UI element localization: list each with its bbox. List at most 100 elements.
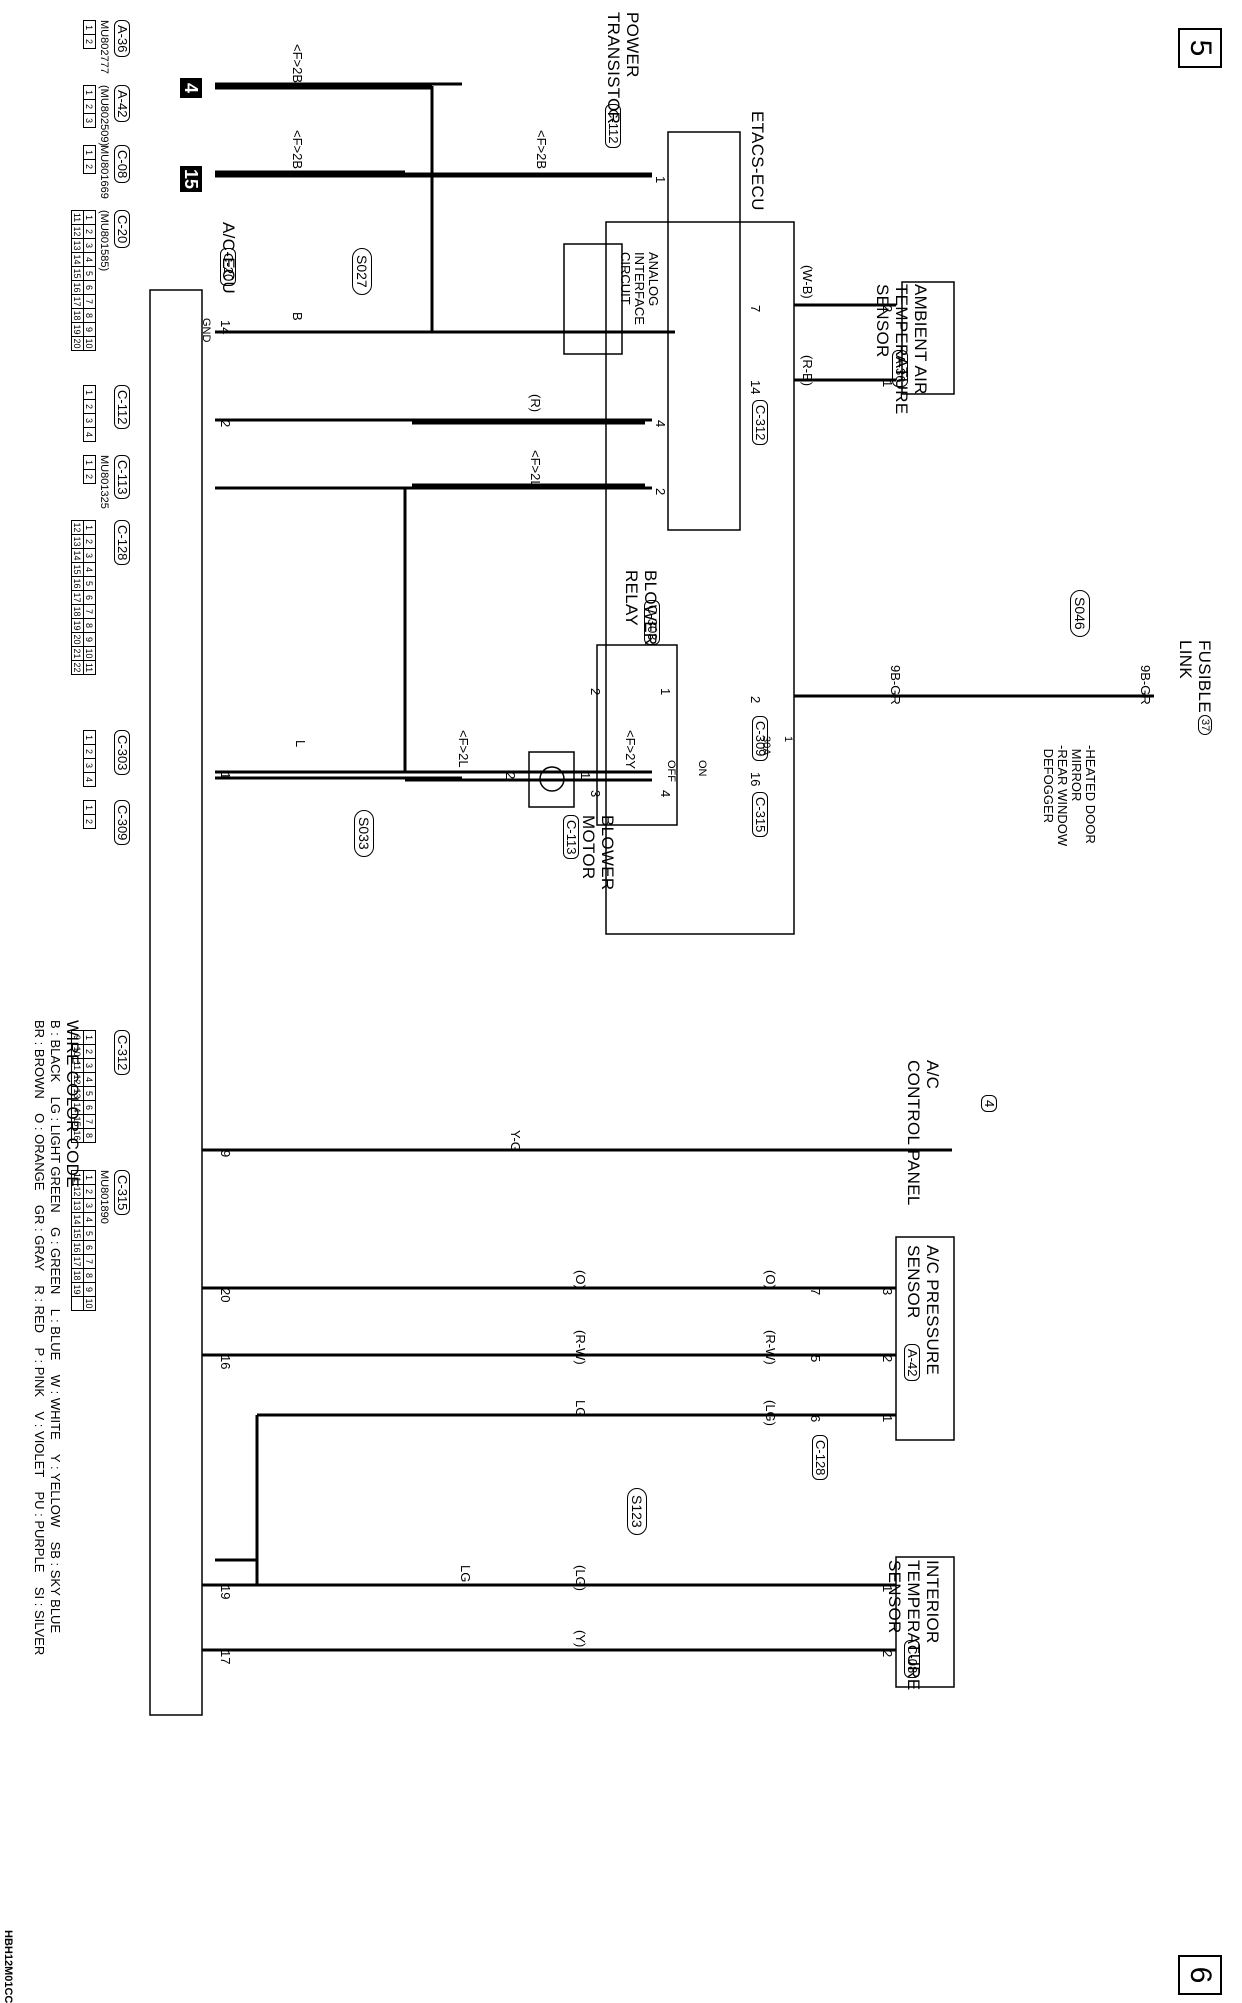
wire-label-rb: (R-B)	[800, 355, 815, 387]
connector-pin: 1	[83, 20, 96, 35]
connector-pin: 17	[71, 590, 84, 605]
wire-label-lg-4: LG	[458, 1565, 473, 1583]
connector-view-id: C-303	[114, 730, 130, 776]
connector-pin: 11	[83, 660, 96, 675]
relay-pin-1: 1	[658, 688, 673, 696]
ecu-pin-19: 19	[218, 1585, 233, 1600]
interior-sensor-connector: C-08	[904, 1640, 920, 1679]
connector-pin: 13	[71, 1198, 84, 1213]
interior-pin-2: 2	[880, 1650, 895, 1658]
connector-pin: 18	[71, 1268, 84, 1283]
ecu-pin-14: 14	[218, 320, 233, 335]
ambient-sensor-box	[901, 281, 955, 395]
connector-pin: 1	[83, 730, 96, 745]
connector-pin: 4	[83, 427, 96, 442]
connector-pin: 2	[83, 99, 96, 114]
connector-pin: 3	[83, 1058, 96, 1073]
connector-view-part: MU801890	[98, 1170, 110, 1224]
junction-pin-7: 7	[808, 1288, 823, 1296]
connector-view-id: C-128	[114, 520, 130, 566]
connector-pin: 2	[83, 744, 96, 759]
terminal-marker-15: 15	[180, 166, 202, 192]
ac-control-panel-label: A/C CONTROL PANEL	[904, 1060, 942, 1206]
connector-pin: 1	[83, 145, 96, 160]
wire-label-rw-1: (R-W)	[573, 1330, 588, 1365]
pressure-pin-2: 2	[880, 1355, 895, 1363]
splice-s033: S033	[354, 810, 374, 857]
relay-pin-4: 4	[658, 790, 673, 798]
connector-pin: 1	[83, 520, 96, 535]
connector-pin: 20	[71, 632, 84, 647]
connector-pin: 18	[71, 308, 84, 323]
connector-pin: 2	[83, 1044, 96, 1059]
connector-pin: 6	[83, 590, 96, 605]
motor-pin-1: 1	[578, 772, 593, 780]
connector-pin: 2	[83, 159, 96, 174]
connector-pin: 5	[83, 1086, 96, 1101]
relay-fuse-number: 1	[782, 736, 794, 743]
wire-label-yg: Y-G	[508, 1130, 523, 1152]
ground-label: GND	[200, 318, 212, 343]
ecu-pin-20: 20	[218, 1288, 233, 1303]
blower-relay-box	[596, 644, 678, 826]
wire-label-lg-1: (LG)	[763, 1400, 778, 1426]
wire-label-9b-gr-2: 9B-GR	[1138, 665, 1153, 705]
ecu-pin-9: 9	[218, 1150, 233, 1158]
ecu-pin-16: 16	[218, 1355, 233, 1370]
connector-pin: 18	[71, 604, 84, 619]
connector-pin: 1	[83, 385, 96, 400]
connector-pin: 6	[83, 1240, 96, 1255]
connector-pin: 6	[83, 1100, 96, 1115]
etacs-pin-7: 7	[748, 305, 763, 313]
connector-pin: 21	[71, 646, 84, 661]
wire-label-o-1: (O)	[573, 1270, 588, 1289]
connector-pin: 8	[83, 618, 96, 633]
ecu-pin-17: 17	[218, 1650, 233, 1665]
connector-pin: 14	[71, 252, 84, 267]
connector-pin: 4	[83, 252, 96, 267]
wire-label-f2l-1: <F>2L	[528, 450, 543, 488]
connector-pin: 1	[83, 455, 96, 470]
connector-pin: 19	[71, 1282, 84, 1297]
motor-pin-2: 2	[503, 772, 518, 780]
relay-on-label: ON	[696, 760, 708, 777]
connector-pin: 7	[83, 1114, 96, 1129]
junction-pin-5: 5	[808, 1355, 823, 1363]
connector-pin: 13	[71, 238, 84, 253]
page-number-left: 5	[1178, 28, 1222, 68]
interior-pin-1: 1	[880, 1585, 895, 1593]
connector-pin: 13	[71, 534, 84, 549]
connector-pin: 2	[83, 1184, 96, 1199]
connector-pin: 3	[83, 1198, 96, 1213]
connector-pin: 2	[83, 399, 96, 414]
relay-pin-2: 2	[588, 688, 603, 696]
connector-pin: 7	[83, 294, 96, 309]
power-transistor-box	[667, 131, 741, 531]
terminal-marker-4: 4	[180, 78, 202, 98]
connector-pin: 1	[83, 800, 96, 815]
connector-view-id: C-312	[114, 1030, 130, 1076]
etacs-connector-c315: C-315	[752, 792, 768, 838]
wire-label-f2b-1: <F>2B	[290, 44, 305, 84]
pressure-pin-1: 1	[880, 1415, 895, 1423]
connector-pin: 4	[83, 1072, 96, 1087]
wire-label-lg-2: LG	[573, 1400, 588, 1418]
etacs-pin-16: 16	[748, 772, 763, 787]
wire-label-wb: (W-B)	[800, 265, 815, 299]
wire-color-code-line2: BR : BROWN O : ORANGE GR : GRAY R : RED …	[32, 1020, 47, 1656]
connector-view-part: (MU802509)	[98, 85, 110, 147]
connector-view-id: C-113	[114, 455, 130, 500]
ecu-pin-2: 2	[218, 420, 233, 428]
ac-ecu-connector: C-20	[220, 248, 236, 287]
connector-pin: 8	[83, 1268, 96, 1283]
connector-pin: 2	[83, 34, 96, 49]
relay-off-label: OFF	[665, 760, 677, 782]
connector-pin: 9	[83, 322, 96, 337]
wire-label-b: B	[290, 312, 305, 321]
connector-view-id: C-08	[114, 145, 130, 184]
connector-pin: 4	[83, 772, 96, 787]
